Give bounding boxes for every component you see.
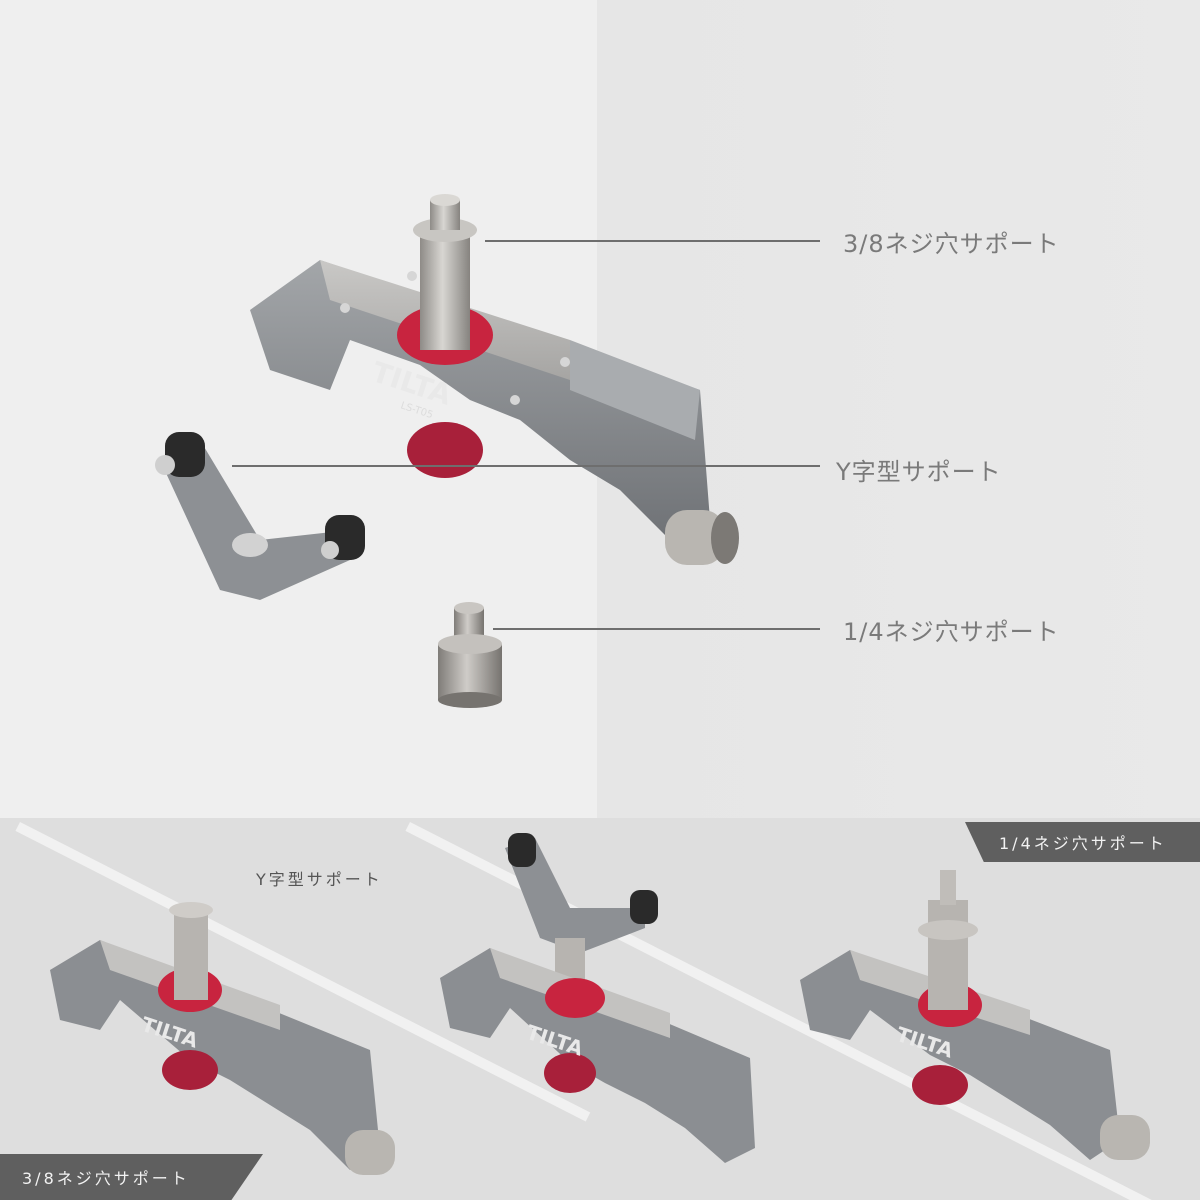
configuration-38-illustration: TILTA (50, 902, 395, 1175)
y-support-illustration (155, 432, 365, 600)
configuration-y-illustration: TILTA (440, 833, 755, 1163)
callout-line-thread-14 (493, 628, 820, 630)
lens-support-main-illustration: TILTA LS-T05 (250, 194, 739, 565)
callout-label-thread-14: 1/4ネジ穴サポート (843, 618, 1060, 646)
callout-line-thread-38 (485, 240, 820, 242)
quarter-inch-adapter-illustration (438, 602, 502, 708)
tag-quarter-thread-support: 1/4ネジ穴サポート (965, 822, 1200, 862)
bottom-y-support-label: Y字型サポート (256, 870, 383, 889)
callout-label-thread-38: 3/8ネジ穴サポート (843, 230, 1060, 258)
tag-three-eighths-thread-support: 3/8ネジ穴サポート (0, 1154, 263, 1200)
callout-label-y-support: Y字型サポート (836, 458, 1002, 486)
callout-line-y-support (232, 465, 820, 467)
configuration-14-illustration: TILTA (800, 870, 1150, 1160)
